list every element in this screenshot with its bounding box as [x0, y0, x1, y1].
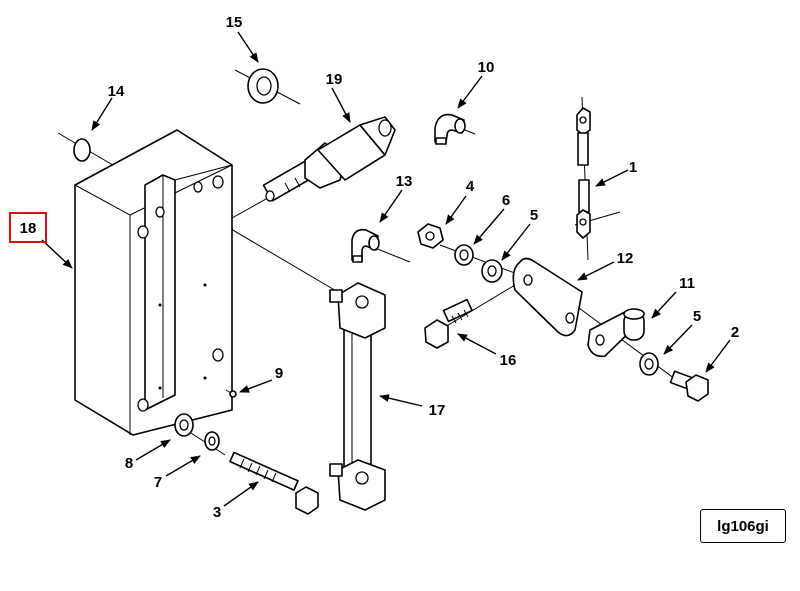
callout-12[interactable]: 12	[617, 250, 634, 267]
callout-1[interactable]: 1	[629, 159, 637, 176]
callout-19[interactable]: 19	[326, 71, 343, 88]
part-9-small-screw[interactable]	[225, 389, 237, 398]
part-17-sight-tube[interactable]	[329, 282, 386, 511]
callout-3[interactable]: 3	[213, 504, 221, 521]
callout-5-upper[interactable]: 5	[530, 207, 538, 224]
callout-17[interactable]: 17	[429, 402, 446, 419]
part-16-cap-screw[interactable]	[424, 298, 473, 349]
callout-16[interactable]: 16	[500, 352, 517, 369]
callout-15[interactable]: 15	[226, 14, 243, 31]
callout-13[interactable]: 13	[396, 173, 413, 190]
part-15-washer[interactable]	[247, 68, 279, 104]
part-13-elbow-fitting[interactable]	[351, 228, 380, 263]
callout-5-lower[interactable]: 5	[693, 308, 701, 325]
callout-11[interactable]: 11	[679, 275, 695, 292]
part-14-o-ring[interactable]	[73, 138, 91, 162]
part-6-lock-washer[interactable]	[454, 244, 474, 266]
part-18-bracket-block[interactable]	[74, 129, 233, 436]
part-7-lock-washer[interactable]	[204, 431, 220, 451]
part-2-cap-screw[interactable]	[669, 370, 709, 402]
part-3-long-bolt[interactable]	[229, 451, 319, 515]
part-8-washer[interactable]	[174, 413, 194, 437]
part-12-bracket-plate[interactable]	[512, 257, 583, 337]
part-5-washer-upper[interactable]	[481, 259, 503, 283]
part-10-elbow-fitting[interactable]	[434, 113, 466, 145]
leader-arrows	[41, 31, 731, 507]
part-11-clamp-bracket[interactable]	[587, 308, 645, 358]
callout-6[interactable]: 6	[502, 192, 510, 209]
callout-18[interactable]: 18	[20, 220, 37, 237]
highlight-box	[9, 212, 47, 243]
part-1-adjusting-rod[interactable]	[576, 107, 591, 239]
callout-7[interactable]: 7	[154, 474, 162, 491]
callout-2[interactable]: 2	[731, 324, 739, 341]
figure-reference-code: lg106gi	[700, 509, 786, 543]
callout-4[interactable]: 4	[466, 178, 475, 195]
callout-10[interactable]: 10	[478, 59, 495, 76]
part-4-nut[interactable]	[417, 223, 444, 249]
part-19-valve[interactable]	[262, 116, 396, 202]
part-5-washer-lower[interactable]	[639, 352, 659, 376]
callout-8[interactable]: 8	[125, 455, 133, 472]
callout-14[interactable]: 14	[108, 83, 125, 100]
callout-9[interactable]: 9	[275, 365, 283, 382]
callout-labels: 18 15 14 19 10 1 13 4 6 5 12 11 5 2 16 1…	[9, 14, 739, 521]
